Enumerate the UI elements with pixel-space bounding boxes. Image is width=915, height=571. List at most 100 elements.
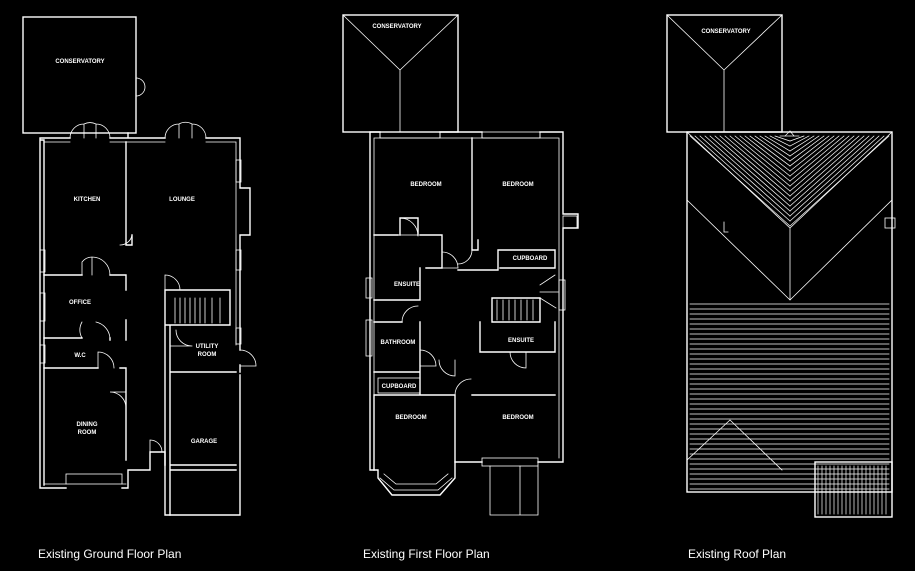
room-label-ensuite: ENSUITE (394, 282, 420, 288)
roof-tile-line (724, 135, 791, 192)
roof-tile-line (749, 135, 791, 167)
garage-roof-outline (814, 461, 893, 518)
door-swing-icon (509, 351, 527, 369)
roof-tile-line (694, 135, 791, 222)
roof-tile-line (699, 135, 791, 217)
stairs-icon (496, 274, 559, 321)
roof-tile-line (734, 135, 791, 182)
roof-tile-line (789, 135, 855, 192)
room-label-conservatory: CONSERVATORY (372, 24, 421, 30)
window-icon (379, 131, 441, 139)
ground-conservatory-outline (22, 16, 137, 134)
roof-tile-line (789, 135, 880, 217)
window-icon (481, 131, 541, 139)
roof-tile-line (789, 130, 795, 137)
chimney-icon (562, 215, 578, 229)
room-label-cupboard: CUPBOARD (513, 256, 548, 262)
caption-ground-floor: Existing Ground Floor Plan (38, 547, 182, 561)
window-icon (365, 277, 373, 299)
roof-tile-line (719, 135, 791, 197)
roof-tile-line (789, 135, 865, 202)
door-swing-icon (109, 391, 127, 409)
door-swing-icon (79, 321, 111, 339)
chimney-icon (723, 221, 729, 233)
roof-tile-line (759, 135, 791, 157)
room-label-conservatory: CONSERVATORY (701, 29, 750, 35)
window-icon (65, 473, 123, 485)
roof-tile-line (789, 135, 820, 157)
first-garage-roof-lines (489, 465, 539, 516)
ground-outer-wall (39, 132, 251, 516)
chimney-icon (884, 217, 896, 229)
roof-tile-line (789, 135, 815, 152)
ground-interior-walls (43, 141, 237, 516)
door-swing-icon (419, 349, 437, 367)
window-icon (39, 344, 46, 364)
roof-tile-line (789, 135, 860, 197)
roof-tile-line (739, 135, 791, 177)
room-label-ensuite: ENSUITE (508, 338, 534, 344)
roof-tile-line (789, 135, 885, 222)
ground-floor-plan: CONSERVATORY KITCHEN LOUNGE OFFICE W.C U… (22, 16, 257, 516)
roof-tile-line (729, 135, 791, 187)
roof-tile-line (789, 135, 835, 172)
room-label-garage: GARAGE (191, 439, 217, 445)
stairs-icon (174, 297, 221, 324)
roof-tile-line (754, 135, 791, 162)
bay-window-icon (379, 473, 453, 491)
roof-valley-lines (686, 419, 783, 471)
room-label-conservatory: CONSERVATORY (55, 59, 104, 65)
roof-tile-line (769, 135, 791, 147)
window-icon (481, 457, 539, 467)
roof-tile-line (764, 135, 791, 152)
roof-outline (686, 131, 893, 493)
room-label-utility: UTILITY (196, 344, 219, 350)
roof-tile-line (789, 135, 810, 147)
roof-tile-line (789, 135, 825, 162)
window-icon (39, 249, 46, 273)
door-swing-icon (81, 256, 111, 276)
roof-tile-line (714, 135, 791, 202)
roof-tile-line (709, 135, 791, 207)
roof-tile-line (789, 135, 805, 142)
door-swing-icon (164, 274, 181, 291)
caption-first-floor: Existing First Floor Plan (363, 547, 490, 561)
roof-tile-line (704, 135, 791, 212)
roof-tile-line (789, 135, 870, 207)
door-swing-icon (164, 121, 207, 139)
window-icon (235, 249, 242, 271)
roof-conservatory-lines (666, 14, 783, 133)
room-label-office: OFFICE (69, 300, 91, 306)
window-icon (558, 279, 566, 311)
door-swing-icon (441, 251, 459, 269)
door-swing-icon (401, 305, 419, 323)
roof-tile-line (774, 135, 791, 142)
roof-plan: CONSERVATORY (562, 14, 896, 518)
door-swing-icon (149, 439, 163, 453)
room-label-bedroom: BEDROOM (502, 182, 533, 188)
room-label-dining-room: ROOM (78, 430, 97, 436)
cupboard-outline (377, 377, 421, 394)
door-swing-icon (438, 359, 456, 377)
roof-tile-line (789, 135, 890, 227)
first-conservatory-outline (342, 14, 459, 133)
door-swing-icon (239, 349, 257, 367)
ground-inner-wall-thickness (43, 141, 237, 485)
window-icon (235, 159, 242, 183)
roof-tile-line (744, 135, 791, 172)
roof-tile-line (789, 135, 875, 212)
door-swing-icon (135, 77, 146, 97)
room-label-bathroom: BATHROOM (381, 340, 416, 346)
door-swing-icon (169, 329, 193, 347)
roof-tile-hatching (689, 130, 890, 515)
door-swing-icon (397, 217, 419, 237)
first-outer-wall (369, 131, 579, 496)
room-label-bedroom: BEDROOM (502, 415, 533, 421)
first-conservatory-roof-lines (342, 14, 459, 133)
window-icon (365, 319, 373, 357)
window-icon (235, 327, 242, 345)
room-label-lounge: LOUNGE (169, 197, 195, 203)
first-floor-plan: CONSERVATORY BEDROOM BEDROOM ENSUITE CUP… (342, 14, 579, 516)
door-swing-icon (69, 122, 111, 139)
room-label-kitchen: KITCHEN (74, 197, 101, 203)
